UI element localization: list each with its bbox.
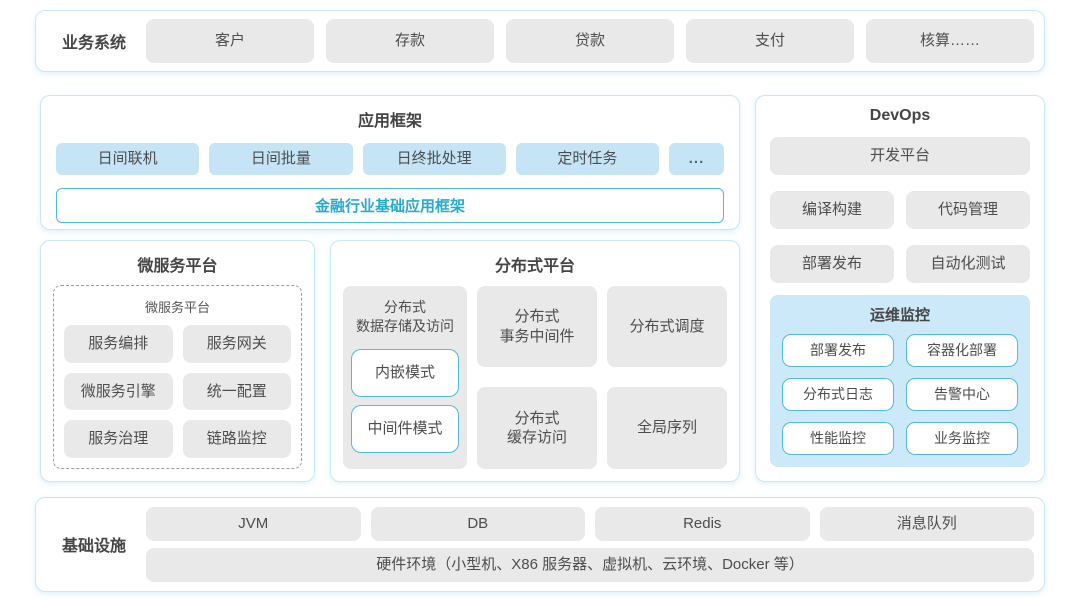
box-service-orchestration: 服务编排: [64, 325, 173, 363]
microservice-platform-panel: 微服务平台 微服务平台 服务编排 服务网关 微服务引擎 统一配置 服务治理 链路…: [40, 240, 315, 482]
box-base-financial-framework: 金融行业基础应用框架: [56, 188, 724, 223]
business-systems-panel: 业务系统 客户 存款 贷款 支付 核算……: [35, 10, 1045, 72]
box-hardware-environment: 硬件环境（小型机、X86 服务器、虚拟机、云环境、Docker 等）: [146, 547, 1034, 582]
microservice-grid: 服务编排 服务网关 微服务引擎 统一配置 服务治理 链路监控: [64, 325, 291, 458]
box-middleware-mode: 中间件模式: [351, 404, 459, 453]
box-automated-testing: 自动化测试: [906, 245, 1030, 283]
box-embedded-mode: 内嵌模式: [351, 348, 459, 397]
box-deposit: 存款: [326, 19, 494, 63]
box-more-ellipsis: ...: [669, 143, 724, 175]
box-performance-monitoring: 性能监控: [782, 421, 894, 455]
box-service-gateway: 服务网关: [182, 325, 291, 363]
box-message-queue: 消息队列: [819, 506, 1034, 541]
box-build: 编译构建: [770, 191, 894, 229]
box-trace-monitoring: 链路监控: [182, 420, 291, 458]
box-business-monitoring: 业务监控: [906, 421, 1018, 455]
box-accounting-etc: 核算……: [866, 19, 1034, 63]
infrastructure-row: JVM DB Redis 消息队列: [146, 506, 1034, 541]
infrastructure-label: 基础设施: [61, 538, 126, 556]
infrastructure-content: JVM DB Redis 消息队列 硬件环境（小型机、X86 服务器、虚拟机、云…: [146, 506, 1034, 582]
box-containerized-deploy: 容器化部署: [906, 334, 1018, 367]
middle-left-column: 应用框架 日间联机 日间批量 日终批处理 定时任务 ... 金融行业基础应用框架…: [40, 95, 740, 482]
box-jvm: JVM: [146, 506, 361, 541]
box-transaction-middleware: 分布式 事务中间件: [477, 286, 597, 368]
app-framework-title: 应用框架: [357, 113, 422, 130]
box-customer: 客户: [146, 19, 314, 63]
devops-panel: DevOps 开发平台 编译构建 代码管理 部署发布 自动化测试 运维监控 部署…: [755, 95, 1045, 482]
app-framework-row: 日间联机 日间批量 日终批处理 定时任务 ...: [56, 143, 724, 175]
business-systems-row: 客户 存款 贷款 支付 核算……: [146, 19, 1034, 63]
box-global-sequence: 全局序列: [607, 387, 727, 469]
ops-monitoring-title: 运维监控: [869, 307, 930, 324]
box-code-management: 代码管理: [906, 191, 1030, 229]
box-daytime-batch: 日间批量: [209, 143, 353, 175]
box-service-governance: 服务治理: [64, 420, 173, 458]
box-db: DB: [370, 506, 585, 541]
microservice-platform-title: 微服务平台: [137, 258, 218, 275]
distributed-platform-title: 分布式平台: [494, 258, 575, 275]
box-loan: 贷款: [506, 19, 674, 63]
middle-left-bottom: 微服务平台 微服务平台 服务编排 服务网关 微服务引擎 统一配置 服务治理 链路…: [40, 240, 740, 482]
middle-area: 应用框架 日间联机 日间批量 日终批处理 定时任务 ... 金融行业基础应用框架…: [35, 95, 1045, 482]
box-alert-center: 告警中心: [906, 377, 1018, 411]
box-dev-platform: 开发平台: [770, 137, 1030, 175]
box-redis: Redis: [595, 506, 810, 541]
microservice-inner-title: 微服务平台: [144, 300, 210, 315]
devops-title: DevOps: [869, 107, 931, 124]
box-microservice-engine: 微服务引擎: [64, 372, 173, 411]
distributed-column-3: 分布式调度 全局序列: [607, 286, 727, 469]
box-deploy-release: 部署发布: [770, 245, 894, 283]
devops-grid: 编译构建 代码管理 部署发布 自动化测试: [770, 191, 1030, 283]
box-ops-deploy-release: 部署发布: [782, 334, 894, 367]
distributed-grid: 分布式 数据存储及访问 内嵌模式 中间件模式 分布式 事务中间件 分布式 缓存访…: [343, 286, 727, 469]
distributed-platform-panel: 分布式平台 分布式 数据存储及访问 内嵌模式 中间件模式 分布式 事务中间件 分…: [330, 240, 740, 482]
ops-monitoring-grid: 部署发布 容器化部署 分布式日志 告警中心 性能监控 业务监控: [782, 334, 1018, 455]
box-daytime-online: 日间联机: [56, 143, 200, 175]
box-distributed-scheduling: 分布式调度: [607, 286, 727, 368]
box-eod-batch: 日终批处理: [362, 143, 506, 175]
business-systems-label: 业务系统: [61, 35, 126, 52]
distributed-data-storage-label: 分布式 数据存储及访问: [356, 299, 454, 334]
box-distributed-data-storage: 分布式 数据存储及访问 内嵌模式 中间件模式: [343, 286, 467, 469]
box-unified-config: 统一配置: [182, 372, 291, 411]
box-cache-access: 分布式 缓存访问: [477, 387, 597, 469]
box-scheduled-task: 定时任务: [515, 143, 659, 175]
microservice-dashed-box: 微服务平台 服务编排 服务网关 微服务引擎 统一配置 服务治理 链路监控: [53, 285, 302, 469]
infrastructure-panel: 基础设施 JVM DB Redis 消息队列 硬件环境（小型机、X86 服务器、…: [35, 496, 1045, 592]
box-distributed-log: 分布式日志: [782, 377, 894, 411]
ops-monitoring-panel: 运维监控 部署发布 容器化部署 分布式日志 告警中心 性能监控 业务监控: [770, 295, 1030, 467]
box-payment: 支付: [686, 19, 854, 63]
app-framework-panel: 应用框架 日间联机 日间批量 日终批处理 定时任务 ... 金融行业基础应用框架: [40, 95, 740, 230]
distributed-column-2: 分布式 事务中间件 分布式 缓存访问: [477, 286, 597, 469]
